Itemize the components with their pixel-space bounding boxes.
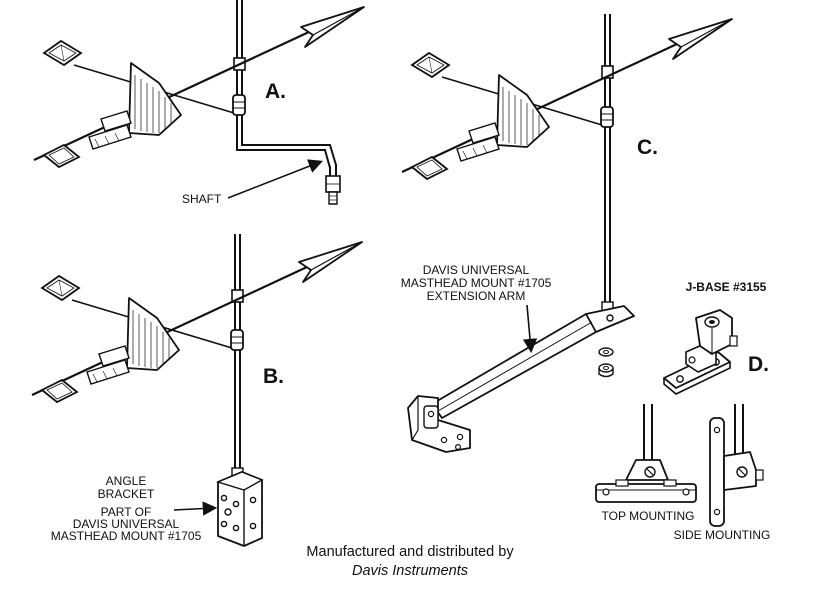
panel-c-letter: C. [637, 136, 658, 159]
shaft-label: SHAFT [182, 192, 222, 206]
panel-b-letter: B. [263, 365, 284, 388]
bracket-note-line-1: PART OF [101, 505, 152, 519]
panel-b-mast [231, 234, 244, 483]
panel-a: A. SHAFT [32, 0, 366, 206]
panel-d-letter: D. [748, 353, 769, 376]
panel-d: J-BASE #3155 D. [595, 280, 771, 542]
panel-c-mast [601, 14, 614, 319]
panel-c: C. DAVIS UNIVERSAL MASTHEAD MOUNT #1705 … [400, 14, 734, 453]
panel-b-wind-vane [30, 240, 364, 404]
panel-b: B. ANGLE BRACKET PART OF DAVIS UNIVERSAL… [30, 234, 364, 547]
arm-arrow [522, 304, 538, 354]
side-mounting: SIDE MOUNTING [674, 404, 771, 542]
panel-c-wind-vane [400, 17, 734, 181]
caption-line-1: Manufactured and distributed by [306, 544, 514, 560]
side-mounting-label: SIDE MOUNTING [674, 528, 771, 542]
bracket-note-line-2: DAVIS UNIVERSAL [73, 517, 180, 531]
bracket-title-line-1: ANGLE [106, 474, 147, 488]
top-mounting-label: TOP MOUNTING [602, 509, 695, 523]
arm-label-line-3: EXTENSION ARM [427, 289, 526, 303]
angle-bracket [215, 471, 264, 547]
bracket-note-line-3: MASTHEAD MOUNT #1705 [51, 529, 202, 543]
bracket-title-line-2: BRACKET [98, 487, 155, 501]
panel-a-wind-vane [32, 5, 366, 169]
arm-label-line-2: MASTHEAD MOUNT #1705 [401, 276, 552, 290]
top-mounting: TOP MOUNTING [595, 404, 697, 523]
extension-arm [407, 305, 635, 453]
shaft-arrow [227, 159, 323, 199]
bracket-arrow [173, 501, 218, 516]
caption-line-2: Davis Instruments [351, 563, 469, 579]
panel-a-letter: A. [265, 80, 286, 103]
arm-label-line-1: DAVIS UNIVERSAL [423, 263, 530, 277]
jbase-label: J-BASE #3155 [686, 280, 767, 294]
j-base [663, 309, 738, 395]
